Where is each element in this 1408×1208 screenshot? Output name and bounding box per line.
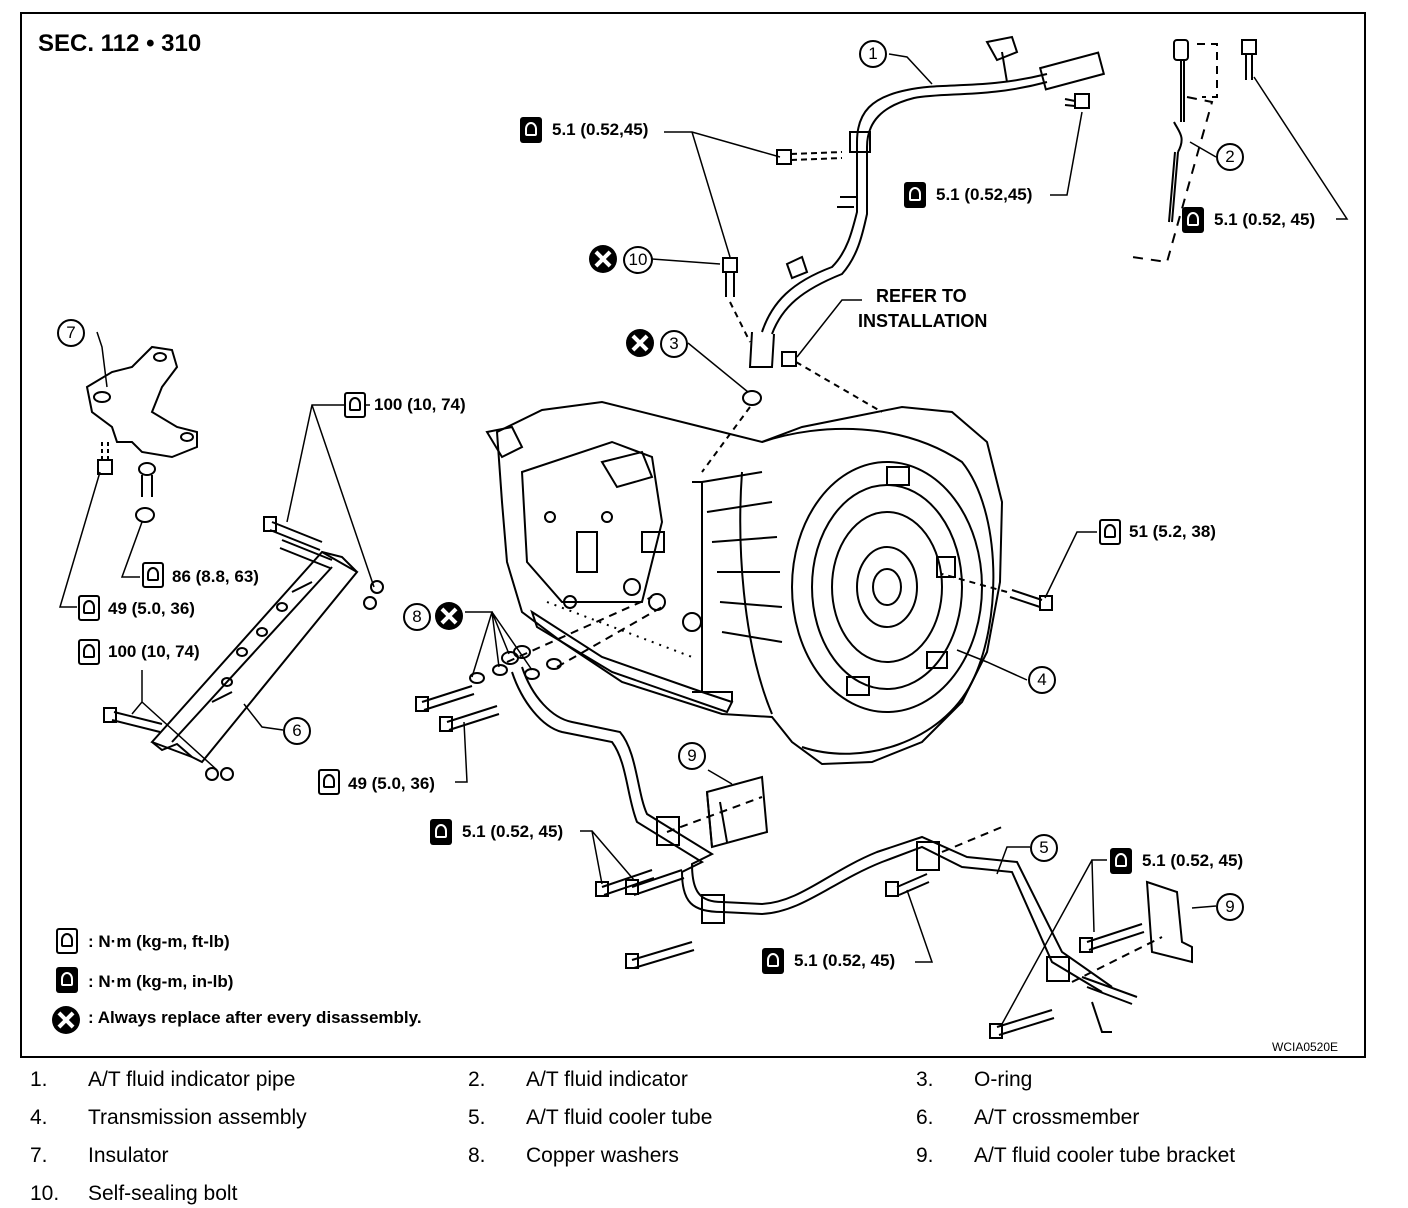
exploded-diagram-frame: SEC. 112 • 310 REFER TO INSTALLATION 1 2… — [20, 12, 1366, 1058]
part-number: 9. — [916, 1144, 934, 1167]
callout-3: 3 — [660, 330, 688, 358]
callout-2: 2 — [1216, 143, 1244, 171]
part-label: A/T crossmember — [974, 1106, 1140, 1129]
refer-line-1: REFER TO — [876, 286, 967, 306]
torque-spec: 100 (10, 74) — [374, 395, 466, 414]
torque-spec: 5.1 (0.52, 45) — [794, 951, 896, 970]
replace-x-icon — [589, 245, 617, 273]
replace-x-icon — [626, 329, 654, 357]
part-number: 4. — [30, 1106, 48, 1129]
open-torque-icon — [318, 769, 340, 795]
part-label: Insulator — [88, 1144, 169, 1167]
callout-6: 6 — [283, 717, 311, 745]
crossmember-drawing — [103, 516, 384, 781]
part-number: 5. — [468, 1106, 486, 1129]
part-label: A/T fluid indicator pipe — [88, 1068, 296, 1091]
part-number: 8. — [468, 1144, 486, 1167]
part-label: A/T fluid cooler tube bracket — [974, 1144, 1236, 1167]
callout-10: 10 — [623, 246, 653, 274]
open-torque-icon — [56, 928, 78, 954]
legend-replace: : Always replace after every disassembly… — [88, 1008, 422, 1027]
torque-spec: 5.1 (0.52,45) — [552, 120, 649, 139]
part-number: 3. — [916, 1068, 934, 1091]
open-torque-icon — [142, 562, 164, 588]
part-label: A/T fluid indicator — [526, 1068, 688, 1091]
part-label: Self-sealing bolt — [88, 1182, 238, 1205]
solid-torque-icon — [430, 819, 452, 845]
torque-spec: 5.1 (0.52, 45) — [1142, 851, 1244, 870]
indicator-pipe-drawing — [748, 35, 1106, 368]
part-label: Copper washers — [526, 1144, 679, 1167]
leader-lines — [58, 53, 1349, 1025]
torque-spec: 49 (5.0, 36) — [108, 599, 195, 618]
cooler-tube-drawing — [511, 666, 1193, 1039]
part-label: O-ring — [974, 1068, 1033, 1091]
solid-torque-icon — [56, 967, 78, 993]
part-number: 1. — [30, 1068, 48, 1091]
part-number: 6. — [916, 1106, 934, 1129]
callout-9-top: 9 — [678, 742, 706, 770]
callout-8: 8 — [403, 603, 431, 631]
legend-solid-torque: : N·m (kg-m, in-lb) — [88, 972, 234, 991]
callout-9-right: 9 — [1216, 893, 1244, 921]
part-label: A/T fluid cooler tube — [526, 1106, 713, 1129]
open-torque-icon — [344, 392, 366, 418]
replace-x-icon — [435, 602, 463, 630]
part-label: Transmission assembly — [88, 1106, 307, 1129]
refer-line-2: INSTALLATION — [858, 311, 988, 331]
callout-1: 1 — [859, 40, 887, 68]
torque-spec: 100 (10, 74) — [108, 642, 200, 661]
torque-spec: 49 (5.0, 36) — [348, 774, 435, 793]
section-label: SEC. 112 • 310 — [38, 30, 202, 57]
solid-torque-icon — [762, 948, 784, 974]
open-torque-icon — [78, 595, 100, 621]
open-torque-icon — [1099, 519, 1121, 545]
legend-open-torque: : N·m (kg-m, ft-lb) — [88, 932, 230, 951]
torque-spec: 5.1 (0.52, 45) — [1214, 210, 1316, 229]
callout-5: 5 — [1030, 834, 1058, 862]
callout-7: 7 — [57, 319, 85, 347]
torque-spec: 86 (8.8, 63) — [172, 567, 259, 586]
part-number: 10. — [30, 1182, 60, 1205]
callout-4: 4 — [1028, 666, 1056, 694]
insulator-drawing — [85, 345, 198, 523]
refer-to-installation-note: REFER TO INSTALLATION — [858, 284, 987, 334]
open-torque-icon — [78, 639, 100, 665]
solid-torque-icon — [1182, 207, 1204, 233]
torque-spec: 5.1 (0.52, 45) — [462, 822, 564, 841]
part-number: 2. — [468, 1068, 486, 1091]
fluid-indicator-drawing — [1131, 39, 1257, 264]
torque-spec: 5.1 (0.52,45) — [936, 185, 1033, 204]
replace-x-icon — [52, 1006, 80, 1034]
fasteners-drawing — [415, 93, 1090, 732]
figure-code: WCIA0520E — [1272, 1040, 1339, 1054]
torque-spec: 51 (5.2, 38) — [1129, 522, 1216, 541]
solid-torque-icon — [904, 182, 926, 208]
part-number: 7. — [30, 1144, 48, 1167]
transmission-assembly-drawing — [485, 400, 1004, 766]
solid-torque-icon — [1110, 848, 1132, 874]
solid-torque-icon — [520, 117, 542, 143]
transmission-line-drawing — [58, 35, 1349, 1039]
